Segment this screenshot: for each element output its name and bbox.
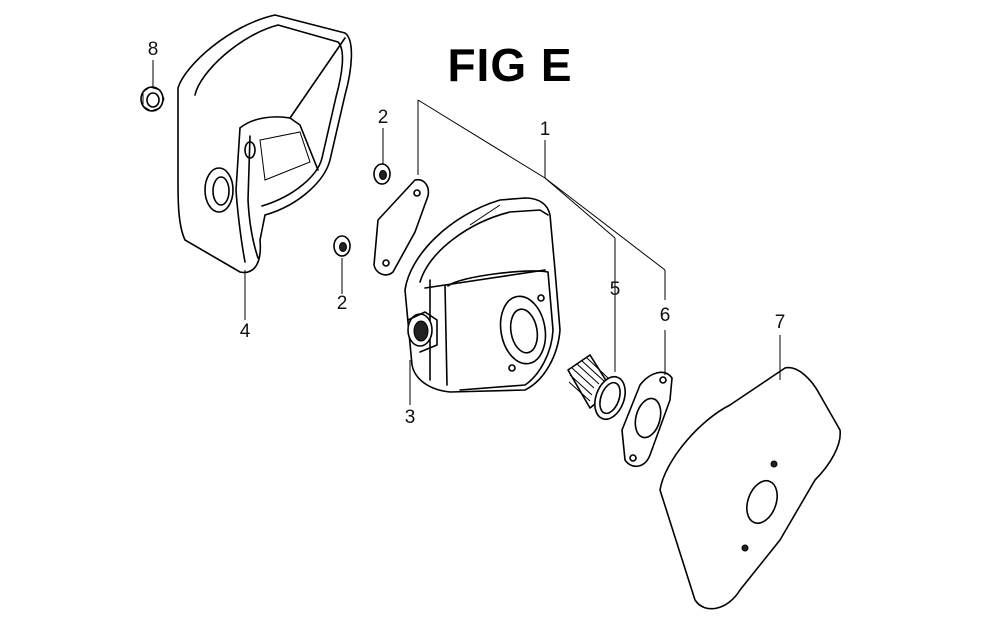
part-7-plate bbox=[659, 366, 841, 610]
part-1-plate bbox=[373, 178, 430, 276]
part-2-washer-lower bbox=[333, 235, 351, 257]
part-2-washer-upper bbox=[373, 163, 391, 185]
callout-8: 8 bbox=[147, 39, 159, 60]
callout-6: 6 bbox=[659, 305, 671, 326]
callout-1: 1 bbox=[539, 119, 551, 140]
callout-5: 5 bbox=[609, 279, 621, 300]
callout-3: 3 bbox=[404, 407, 416, 428]
callout-2-lower: 2 bbox=[336, 293, 348, 314]
callout-2-upper: 2 bbox=[377, 107, 389, 128]
figure-title: FIG E bbox=[447, 39, 573, 91]
part-6-gasket bbox=[621, 371, 673, 468]
callout-4: 4 bbox=[239, 321, 251, 342]
part-1-muffler bbox=[404, 197, 561, 393]
callout-7: 7 bbox=[774, 312, 786, 333]
leader-lines bbox=[152, 60, 781, 405]
part-4-muffler-protector bbox=[177, 14, 353, 274]
part-5-screen bbox=[567, 354, 626, 421]
part-8-nut bbox=[140, 86, 165, 112]
